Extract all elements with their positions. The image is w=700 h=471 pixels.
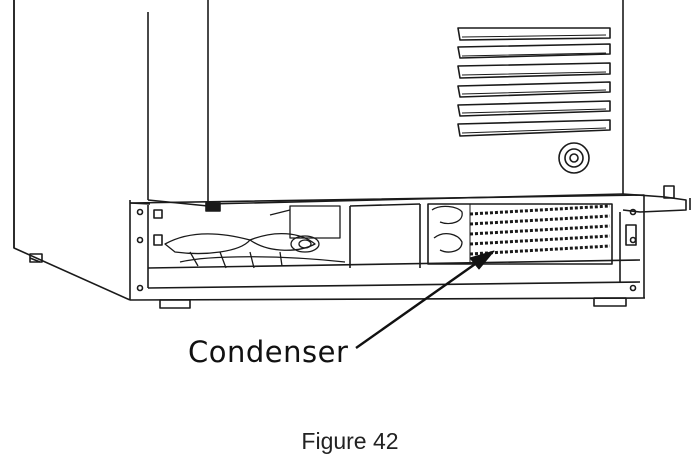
callout-arrow [355,250,495,349]
round-fitting [558,142,590,174]
figure-caption: Figure 42 [301,428,399,454]
condenser-label: Condenser [188,335,349,369]
base-frame [129,194,646,301]
cabinet-left-side [13,0,131,301]
vent-louvers [457,27,611,137]
leveling-feet [159,297,627,309]
right-hinge [622,185,691,213]
compressor-area [349,203,421,268]
cabinet-front [147,0,624,212]
fan-assembly [164,205,346,269]
condenser-coil [427,203,613,265]
